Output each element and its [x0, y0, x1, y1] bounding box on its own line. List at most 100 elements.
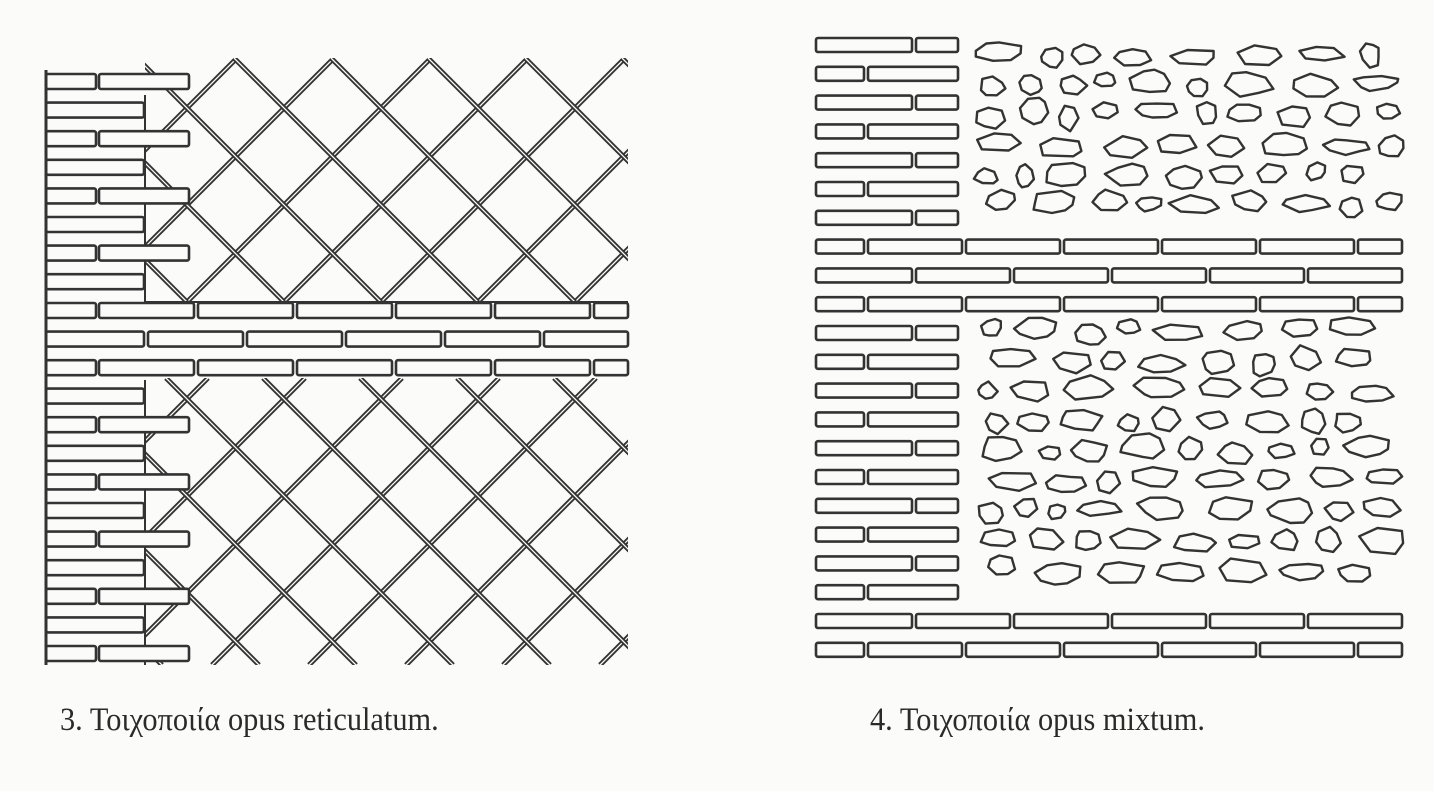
- brick: [1258, 295, 1356, 313]
- brick: [964, 238, 1062, 255]
- stone: [1013, 497, 1039, 518]
- stone: [1039, 137, 1083, 158]
- brick: [44, 444, 146, 463]
- stone: [981, 435, 1023, 463]
- stone: [987, 471, 1038, 492]
- stone: [1338, 196, 1364, 219]
- brick: [914, 151, 960, 169]
- brick: [914, 324, 960, 342]
- brick: [914, 94, 960, 111]
- stone: [1169, 48, 1215, 66]
- stone: [1207, 496, 1254, 521]
- rubble-stone-field: [972, 41, 1405, 219]
- stone: [1015, 163, 1036, 189]
- net-line-gap: [145, 162, 285, 302]
- stone: [1266, 497, 1314, 525]
- brick: [1356, 238, 1404, 255]
- stone: [1358, 526, 1405, 556]
- stone: [1292, 72, 1340, 98]
- stone: [1314, 525, 1342, 554]
- stone: [1092, 71, 1117, 88]
- figure-4-text: Τοιχοποιία opus mixtum.: [899, 702, 1205, 738]
- brick: [866, 526, 960, 543]
- stone: [1352, 74, 1400, 93]
- stone: [1012, 316, 1058, 340]
- brick: [866, 583, 960, 601]
- brick: [914, 555, 960, 572]
- brick: [44, 415, 98, 434]
- net-line: [0, 58, 43, 302]
- net-line-gap: [262, 378, 551, 665]
- brick: [814, 612, 914, 630]
- brick: [866, 65, 960, 83]
- brick: [394, 358, 493, 377]
- stone: [1218, 557, 1268, 584]
- stone: [1040, 46, 1064, 69]
- stone: [1252, 353, 1276, 378]
- brick: [97, 358, 196, 377]
- net-line-gap: [574, 248, 628, 302]
- brick: [1356, 295, 1404, 313]
- stone: [1134, 102, 1179, 119]
- opus-reticulatum-drawing: [0, 58, 630, 665]
- brick: [44, 101, 146, 119]
- stone: [987, 554, 1017, 576]
- brick: [1306, 267, 1404, 284]
- brick: [964, 641, 1062, 659]
- stone: [1076, 499, 1123, 517]
- net-line-gap: [145, 550, 260, 665]
- stone: [1128, 68, 1172, 94]
- reticulate-net: [145, 378, 628, 665]
- stone: [1075, 530, 1102, 552]
- brick: [914, 439, 960, 457]
- stone: [1177, 435, 1204, 461]
- brick: [814, 583, 866, 601]
- figure-3-number: 3.: [60, 702, 83, 738]
- net-line-gap: [359, 378, 628, 647]
- net-line-gap: [145, 453, 357, 665]
- stone: [1337, 563, 1372, 583]
- stone: [1164, 164, 1203, 190]
- net-line-gap: [145, 58, 238, 151]
- brick: [814, 555, 914, 572]
- net-line-gap: [0, 58, 43, 302]
- stone: [1132, 376, 1186, 399]
- stone: [1156, 133, 1198, 155]
- brick: [44, 587, 98, 606]
- stone: [977, 380, 999, 400]
- brick: [97, 187, 191, 205]
- brick: [97, 301, 196, 320]
- brick: [295, 301, 394, 320]
- brick: [814, 123, 866, 140]
- net-line-gap: [165, 378, 454, 665]
- stone: [1037, 445, 1062, 461]
- stone: [1267, 442, 1296, 460]
- stone: [1208, 165, 1244, 185]
- net-line-gap: [456, 378, 628, 550]
- brick: [592, 358, 630, 377]
- stone: [975, 106, 1007, 130]
- stone: [1070, 43, 1102, 66]
- brick: [1160, 238, 1258, 255]
- brick: [44, 72, 98, 91]
- brick: [44, 387, 146, 405]
- brick: [1012, 267, 1110, 284]
- brick: [814, 151, 914, 169]
- brick: [814, 209, 914, 227]
- stone: [1137, 353, 1187, 374]
- brick: [1208, 612, 1306, 630]
- brick: [44, 215, 146, 234]
- stone: [1059, 74, 1089, 96]
- stone: [1334, 347, 1372, 368]
- net-line-gap: [405, 442, 628, 665]
- brick: [443, 330, 542, 348]
- stone: [1281, 193, 1332, 214]
- stone: [1340, 164, 1365, 185]
- stone: [979, 317, 1002, 337]
- stone: [1365, 468, 1404, 485]
- stone: [984, 188, 1017, 211]
- brick: [97, 415, 191, 434]
- stone: [1375, 102, 1402, 120]
- opus-mixtum-drawing: [814, 36, 1405, 659]
